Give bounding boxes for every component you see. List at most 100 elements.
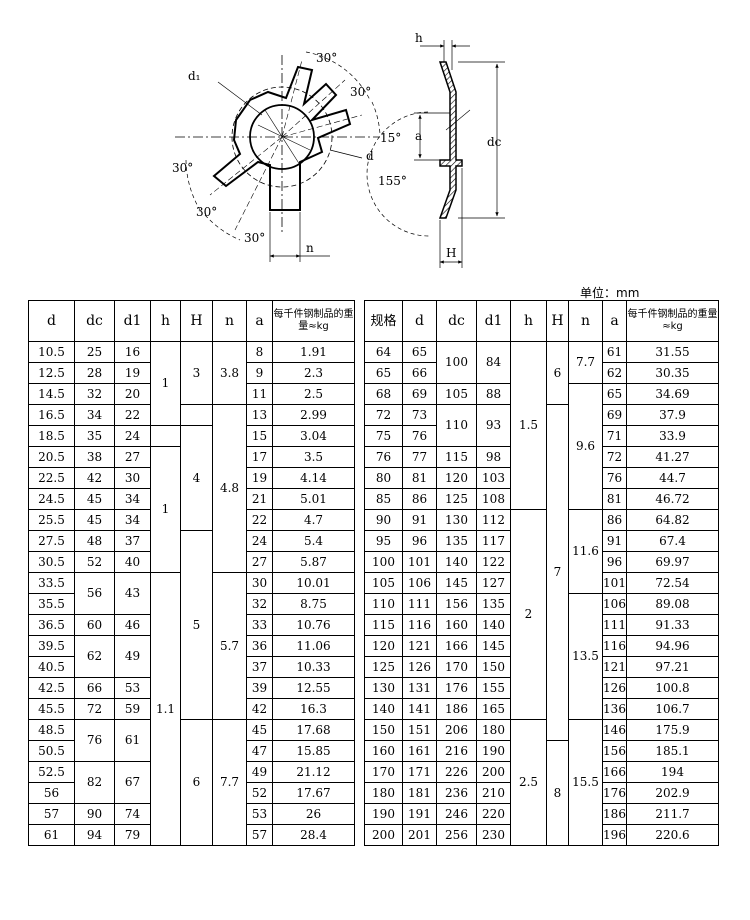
right-cell-s: 120 [364, 635, 403, 657]
left-cell-d: 30.5 [28, 551, 75, 573]
right-cell-a: 101 [602, 572, 627, 594]
right-cell-d: 116 [402, 614, 437, 636]
right-cell-a: 166 [602, 761, 627, 783]
right-header-8: 每千件钢制品的重量≈kg [626, 300, 719, 342]
right-cell-d: 171 [402, 761, 437, 783]
right-cell-w: 30.35 [626, 362, 719, 384]
left-cell-dc: 35 [74, 425, 115, 447]
left-merged-H_a: 3 [180, 341, 213, 405]
right-merged-dc_64: 100 [436, 341, 477, 384]
side-view [366, 40, 505, 268]
right-cell-d: 91 [402, 509, 437, 531]
right-cell-d1: 88 [476, 383, 511, 405]
right-cell-dc: 120 [436, 467, 477, 489]
left-cell-d: 27.5 [28, 530, 75, 552]
right-cell-s: 80 [364, 467, 403, 489]
right-cell-a: 62 [602, 362, 627, 384]
right-cell-d: 69 [402, 383, 437, 405]
right-cell-w: 97.21 [626, 656, 719, 678]
right-cell-d: 181 [402, 782, 437, 804]
left-merged-h_a: 1 [150, 341, 181, 426]
left-cell-dc: 34 [74, 404, 115, 426]
left-cell-d1: 34 [114, 509, 151, 531]
right-cell-w: 94.96 [626, 635, 719, 657]
left-cell-w: 3.5 [272, 446, 355, 468]
left-cell-d1: 30 [114, 467, 151, 489]
right-cell-a: 81 [602, 488, 627, 510]
left-cell-w: 10.76 [272, 614, 355, 636]
right-cell-d1: 108 [476, 488, 511, 510]
right-cell-dc: 135 [436, 530, 477, 552]
left-cell-d: 10.5 [28, 341, 75, 363]
right-cell-a: 61 [602, 341, 627, 363]
left-cell-w: 16.3 [272, 698, 355, 720]
right-header-1: d [402, 300, 437, 342]
right-header-5: H [546, 300, 569, 342]
right-cell-d: 201 [402, 824, 437, 846]
left-cell-dc: 38 [74, 446, 115, 468]
right-cell-d1: 165 [476, 698, 511, 720]
left-merged-h_c: 1.1 [150, 572, 181, 846]
left-cell-dc: 72 [74, 698, 115, 720]
left-cell-d: 25.5 [28, 509, 75, 531]
right-cell-s: 75 [364, 425, 403, 447]
right-cell-a: 146 [602, 719, 627, 741]
left-cell-w: 3.04 [272, 425, 355, 447]
right-cell-d1: 180 [476, 719, 511, 741]
left-merged-d1_39: 49 [114, 635, 151, 678]
right-cell-w: 202.9 [626, 782, 719, 804]
left-cell-d1: 74 [114, 803, 151, 825]
right-cell-d1: 112 [476, 509, 511, 531]
right-cell-w: 72.54 [626, 572, 719, 594]
left-cell-d1: 59 [114, 698, 151, 720]
right-cell-a: 72 [602, 446, 627, 468]
right-cell-s: 125 [364, 656, 403, 678]
right-cell-s: 95 [364, 530, 403, 552]
left-header-2: d1 [114, 300, 151, 342]
right-cell-d: 101 [402, 551, 437, 573]
right-cell-d: 76 [402, 425, 437, 447]
label-H: H [446, 246, 456, 260]
left-header-3: h [150, 300, 181, 342]
left-cell-w: 1.91 [272, 341, 355, 363]
right-cell-d: 106 [402, 572, 437, 594]
left-cell-a: 11 [246, 383, 273, 405]
right-cell-w: 185.1 [626, 740, 719, 762]
left-cell-a: 45 [246, 719, 273, 741]
right-cell-dc: 140 [436, 551, 477, 573]
right-cell-d: 131 [402, 677, 437, 699]
left-cell-a: 33 [246, 614, 273, 636]
left-merged-d1_33: 43 [114, 572, 151, 615]
right-merged-dc_72: 110 [436, 404, 477, 447]
right-cell-w: 37.9 [626, 404, 719, 426]
right-cell-s: 90 [364, 509, 403, 531]
left-merged-blank [180, 404, 213, 426]
right-cell-s: 140 [364, 698, 403, 720]
left-cell-d1: 34 [114, 488, 151, 510]
left-cell-w: 10.33 [272, 656, 355, 678]
right-cell-s: 200 [364, 824, 403, 846]
left-cell-a: 27 [246, 551, 273, 573]
left-merged-n_a: 3.8 [212, 341, 247, 405]
right-merged-d1_64: 84 [476, 341, 511, 384]
left-header-6: a [246, 300, 273, 342]
right-merged-n_a: 7.7 [568, 341, 603, 384]
right-cell-dc: 125 [436, 488, 477, 510]
left-cell-a: 42 [246, 698, 273, 720]
left-cell-dc: 32 [74, 383, 115, 405]
right-cell-dc: 216 [436, 740, 477, 762]
washer-drawing: d₁ d n 30° 30° 15° 30° 30° 30° h dc a H … [172, 31, 505, 268]
